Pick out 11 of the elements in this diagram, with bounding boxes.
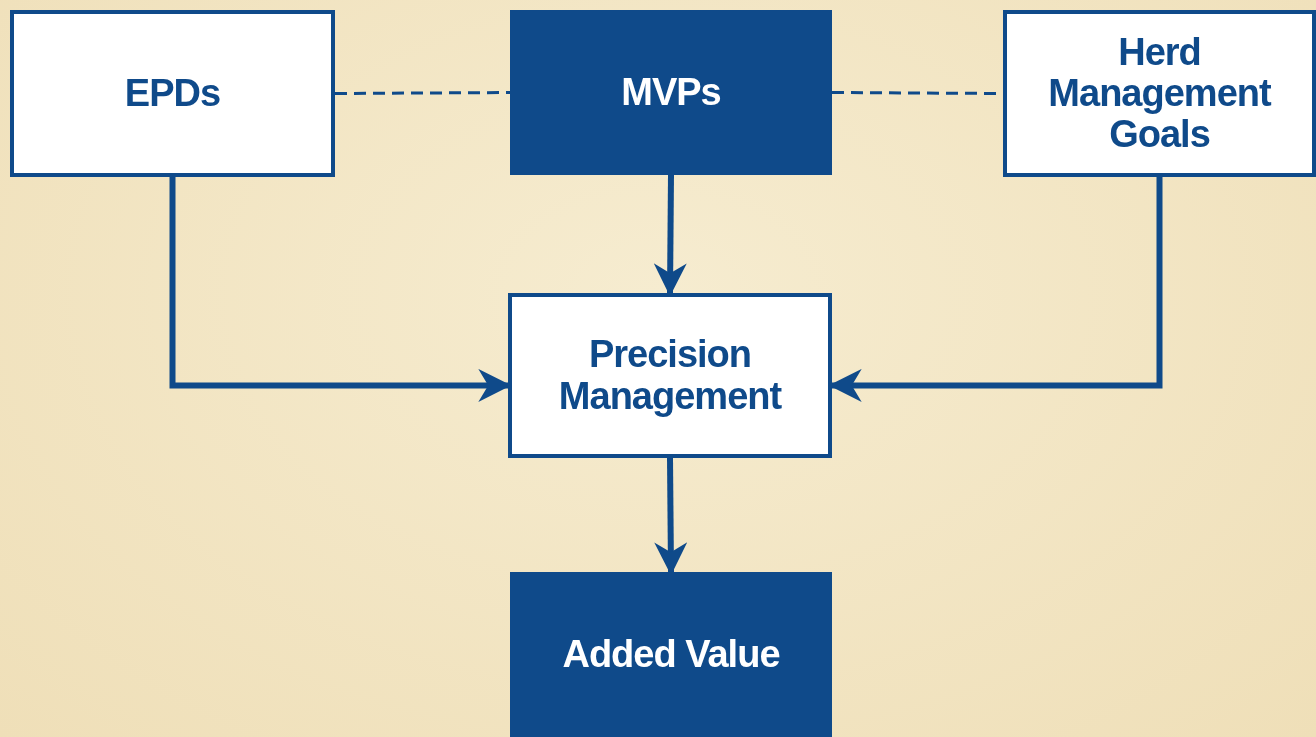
connector-line	[335, 91, 510, 95]
box-label: Precision Management	[557, 334, 783, 417]
process-box	[10, 10, 335, 177]
highlight-box	[510, 572, 832, 737]
box-label: Herd Management Goals	[1047, 31, 1273, 156]
box-label: EPDs	[123, 73, 222, 114]
box-label: MVPs	[620, 72, 722, 113]
highlight-box	[510, 10, 832, 175]
box-label: Added Value	[561, 634, 781, 675]
process-box	[1003, 10, 1316, 177]
process-box	[508, 293, 832, 458]
